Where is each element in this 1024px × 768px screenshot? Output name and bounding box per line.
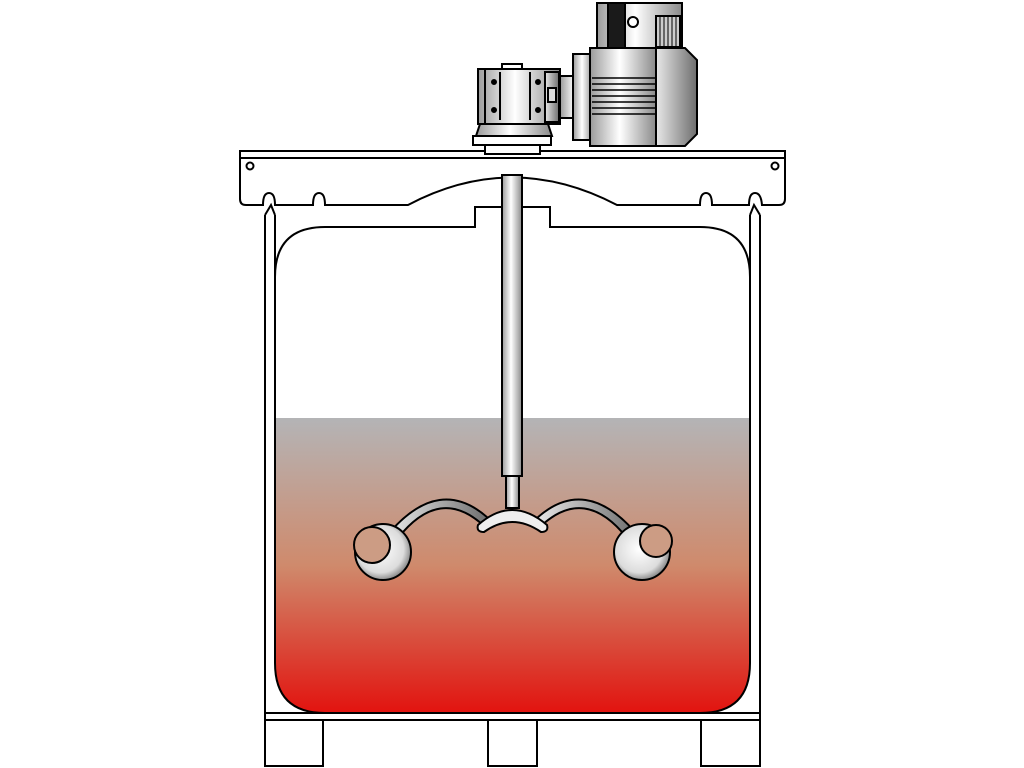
mount-hole-left bbox=[245, 161, 255, 171]
motor-body bbox=[589, 2, 698, 147]
impeller-icon bbox=[353, 498, 673, 581]
base-pallet bbox=[264, 712, 761, 721]
gearbox-base bbox=[484, 144, 541, 155]
shaft-icon bbox=[501, 174, 523, 509]
pallet-foot-right bbox=[700, 719, 761, 767]
pallet-foot-center bbox=[487, 719, 538, 767]
gearbox-icon bbox=[477, 63, 561, 125]
motor-band bbox=[607, 2, 626, 49]
liquid bbox=[275, 418, 750, 713]
mount-hole-right bbox=[770, 161, 780, 171]
mixer-motor-icon bbox=[472, 2, 698, 155]
right-frame-post bbox=[749, 202, 761, 715]
pallet-foot-left bbox=[264, 719, 324, 767]
left-frame-post bbox=[264, 202, 276, 715]
ibc-tank bbox=[239, 150, 786, 767]
